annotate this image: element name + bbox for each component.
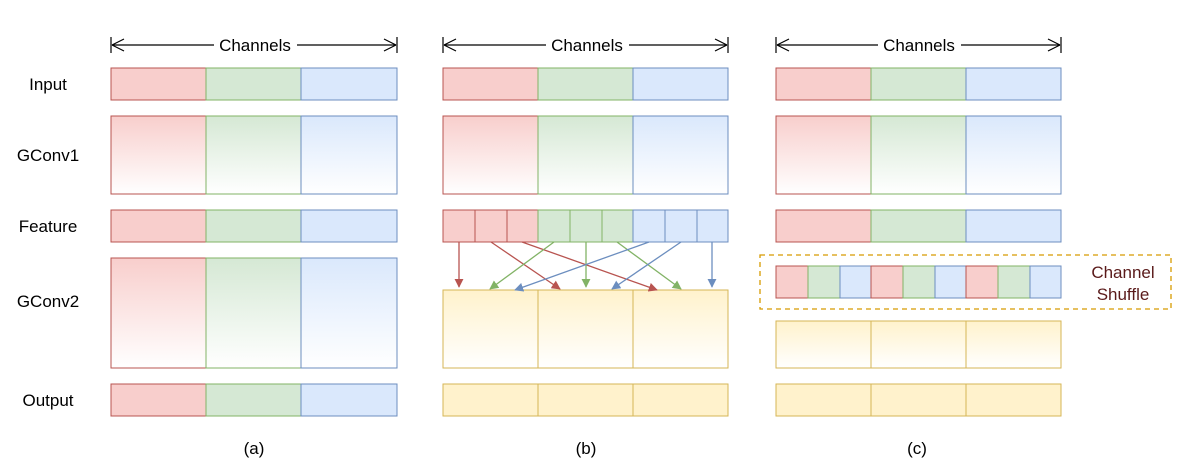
channel-shuffle-box	[759, 254, 1172, 310]
shuffle-label-line1: Channel	[1091, 263, 1154, 282]
gconv1-row-c	[775, 115, 1062, 195]
row-label-output: Output	[22, 391, 73, 410]
arrow-red-3	[521, 241, 658, 292]
row-label-gconv1: GConv1	[17, 146, 79, 165]
channels-dimension-b: Channels	[442, 36, 729, 55]
gconv1-row-b	[442, 115, 729, 195]
arrow-red-2	[490, 241, 561, 290]
output-row-a	[110, 383, 398, 417]
row-label-feature: Feature	[19, 217, 78, 236]
panel-label-c: (c)	[907, 439, 927, 458]
shuffle-label-line2: Shuffle	[1097, 285, 1150, 304]
panel-a: (a)	[110, 67, 398, 458]
gconv2-row-b	[442, 289, 729, 369]
channels-label-a: Channels	[219, 36, 291, 55]
arrow-green-1	[489, 241, 555, 290]
input-row-a	[110, 67, 398, 101]
channels-dimension-c: Channels	[775, 36, 1062, 55]
channels-label-c: Channels	[883, 36, 955, 55]
panel-c: Channel Shuffle (c)	[759, 67, 1172, 458]
feature-row-c	[775, 209, 1062, 243]
input-row-c	[775, 67, 1062, 101]
channels-dimension-a: Channels	[110, 36, 398, 55]
arrow-blue-1	[514, 241, 650, 292]
input-row-b	[442, 67, 729, 101]
panel-b: (b)	[442, 67, 729, 458]
row-label-gconv2: GConv2	[17, 292, 79, 311]
feature-row-b	[442, 209, 729, 243]
cross-group-arrows	[454, 241, 717, 292]
channels-label-b: Channels	[551, 36, 623, 55]
gconv2-row-a	[110, 257, 398, 369]
row-label-input: Input	[29, 75, 67, 94]
arrow-blue-2	[611, 241, 682, 290]
gconv2-row-c	[775, 320, 1062, 369]
output-row-c	[775, 383, 1062, 417]
shuffled-row-c	[775, 265, 1062, 299]
output-row-b	[442, 383, 729, 417]
feature-row-a	[110, 209, 398, 243]
panel-label-a: (a)	[244, 439, 265, 458]
panel-label-b: (b)	[576, 439, 597, 458]
gconv1-row-a	[110, 115, 398, 195]
